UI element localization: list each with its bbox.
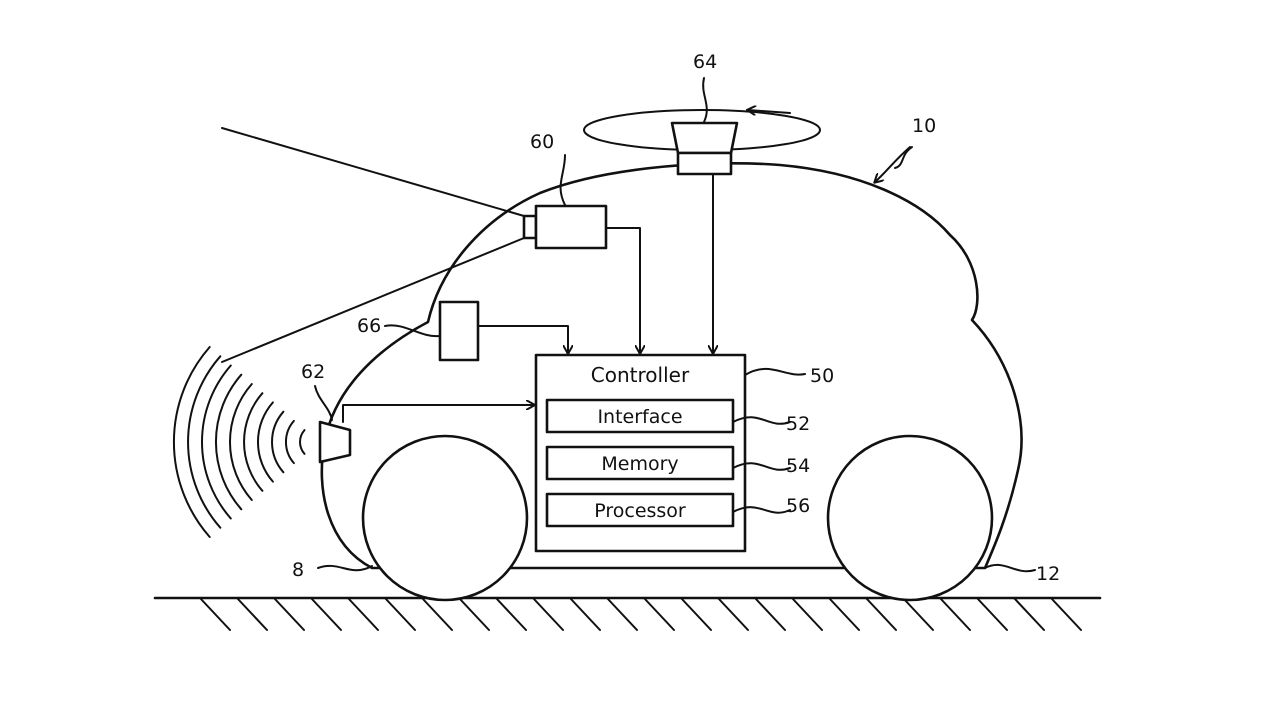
camera-sensor	[522, 204, 608, 250]
ground-hatch-mark	[717, 597, 749, 631]
ground-hatch-mark	[754, 597, 786, 631]
radar-wave	[201, 364, 232, 520]
lidar-sensor	[583, 110, 821, 176]
ground-hatch-mark	[939, 597, 971, 631]
ref-camera: 60	[530, 131, 554, 153]
ground-hatch-mark	[199, 597, 231, 631]
radar-wave	[229, 383, 253, 501]
ref-processor: 56	[786, 495, 810, 517]
ground-hatch-mark	[865, 597, 897, 631]
ground-hatch-mark	[236, 597, 268, 631]
front-wheel	[361, 434, 529, 602]
processor-label: Processor	[594, 500, 686, 522]
radar-wave	[271, 410, 285, 474]
sensor-66	[438, 300, 480, 362]
controller-title: Controller	[591, 363, 690, 387]
processor-module	[545, 492, 735, 528]
ref-lidar: 64	[693, 51, 717, 73]
ground-hatch-mark	[458, 597, 490, 631]
radar-wave	[256, 401, 274, 483]
ground-hatch-mark	[273, 597, 305, 631]
ref-vehicle: 10	[912, 115, 936, 137]
ref-sensor-66: 66	[357, 315, 381, 337]
radar-wave	[187, 355, 222, 529]
ground-hatch-mark	[384, 597, 416, 631]
radar-wave	[299, 429, 306, 455]
ground-hatch-mark	[495, 597, 527, 631]
ground-hatch-mark	[569, 597, 601, 631]
ground-hatch-mark	[606, 597, 638, 631]
ref-rear-wheel: 12	[1036, 563, 1060, 585]
controller: Controller Interface Memory Processor	[534, 353, 747, 553]
ground-hatch-mark	[310, 597, 342, 631]
ground-hatch-mark	[791, 597, 823, 631]
ground-hatch-mark	[421, 597, 453, 631]
ref-front-wheel: 8	[292, 559, 304, 581]
radar-sensor	[173, 346, 352, 538]
memory-label: Memory	[601, 453, 678, 475]
ground-hatch-mark	[976, 597, 1008, 631]
ref-controller: 50	[810, 365, 834, 387]
radar-wave	[284, 419, 295, 465]
vehicle-body	[320, 162, 1023, 570]
ground-hatch-mark	[347, 597, 379, 631]
signal-connections	[342, 173, 713, 423]
radar-wave	[243, 392, 264, 492]
ref-radar: 62	[301, 361, 325, 383]
ground-hatch-mark	[828, 597, 860, 631]
radar-wave	[214, 373, 243, 511]
ground-hatch-mark	[680, 597, 712, 631]
ground-hatch-mark	[1050, 597, 1082, 631]
ref-interface: 52	[786, 413, 810, 435]
ground-hatch-mark	[1013, 597, 1045, 631]
interface-label: Interface	[597, 406, 682, 428]
ground-hatch-mark	[532, 597, 564, 631]
leader-lines	[314, 77, 1036, 573]
ground-hatch-mark	[643, 597, 675, 631]
ground-hatching	[199, 597, 1082, 631]
memory-module	[545, 445, 735, 481]
camera-fov-upper	[221, 127, 525, 217]
ground-hatch-mark	[902, 597, 934, 631]
ref-memory: 54	[786, 455, 810, 477]
camera-fov-lower	[221, 237, 525, 363]
rear-wheel	[826, 434, 994, 602]
radar-wave	[173, 346, 211, 538]
ground	[153, 596, 1102, 631]
interface-module	[545, 398, 735, 434]
radar-waves	[173, 346, 306, 538]
